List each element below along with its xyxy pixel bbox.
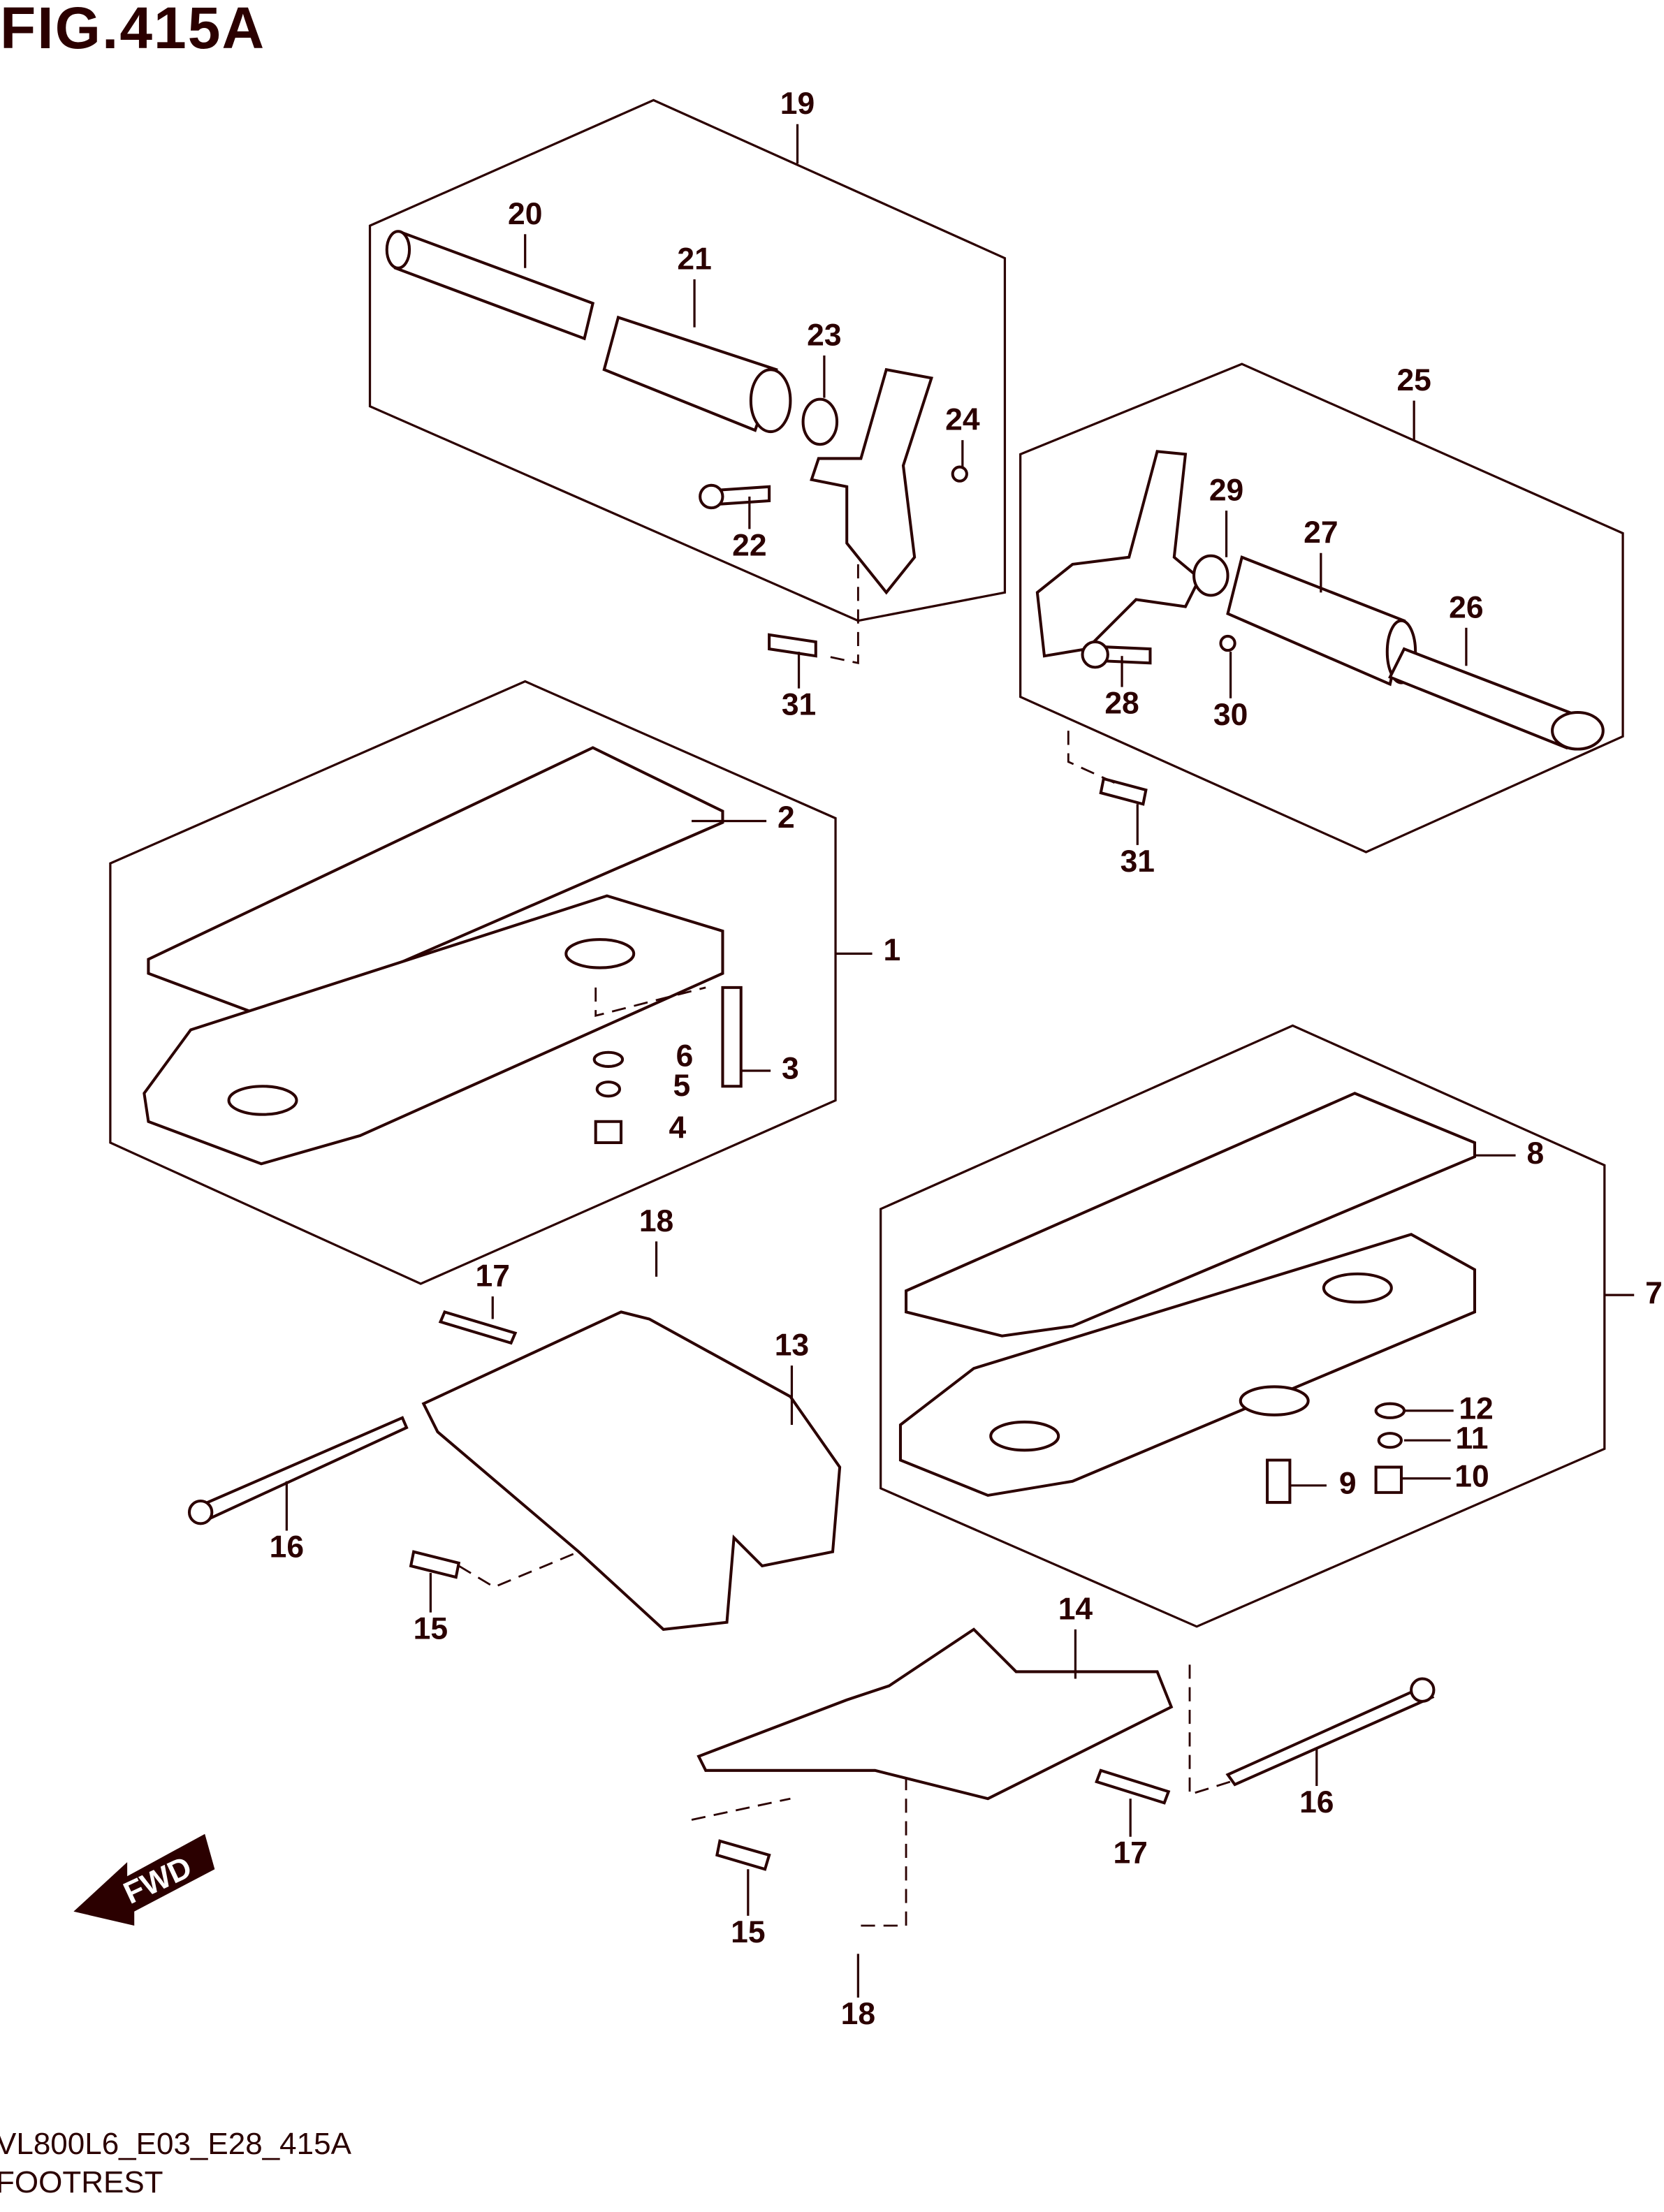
- floorboard-right: [898, 1092, 1477, 1504]
- figure-title: FIG.415A: [0, 0, 266, 61]
- callout-31: 31: [1121, 844, 1155, 879]
- fwd-label: FWD: [119, 1850, 197, 1911]
- callout-14: 14: [1058, 1592, 1093, 1626]
- group-box-1: [109, 680, 837, 1285]
- fwd-arrow-icon: FWD: [73, 1833, 215, 1926]
- callout-3: 3: [782, 1052, 799, 1086]
- callout-2: 2: [778, 800, 795, 835]
- bracket-14: [696, 1627, 1436, 1871]
- callout-28: 28: [1104, 687, 1139, 721]
- callout-10: 10: [1454, 1459, 1489, 1493]
- callout-23: 23: [807, 318, 841, 352]
- callout-9: 9: [1339, 1467, 1357, 1501]
- figure-code: VL800L6_E03_E28_415A: [0, 2127, 351, 2161]
- callout-1: 1: [883, 933, 900, 967]
- callout-16: 16: [1299, 1785, 1334, 1819]
- callout-15: 15: [414, 1612, 448, 1646]
- callout-18: 18: [639, 1204, 673, 1238]
- callout-20: 20: [508, 197, 542, 231]
- group-box-7: [880, 1024, 1606, 1628]
- callout-30: 30: [1213, 698, 1248, 732]
- callout-11: 11: [1455, 1421, 1488, 1456]
- callout-27: 27: [1304, 515, 1338, 550]
- bracket-13: [187, 1310, 842, 1631]
- callout-26: 26: [1449, 590, 1483, 624]
- callout-13: 13: [775, 1328, 809, 1363]
- group-box-25: [1019, 362, 1624, 854]
- callout-31: 31: [782, 688, 816, 722]
- callout-17: 17: [476, 1259, 510, 1294]
- callout-6: 6: [676, 1039, 694, 1074]
- callout-7: 7: [1645, 1276, 1663, 1310]
- callout-29: 29: [1209, 474, 1243, 508]
- callout-15: 15: [731, 1915, 765, 1949]
- callout-5: 5: [673, 1069, 691, 1103]
- callout-25: 25: [1396, 363, 1431, 397]
- figure-name: FOOTREST: [0, 2165, 163, 2199]
- callout-19: 19: [780, 87, 815, 121]
- callout-24: 24: [945, 403, 980, 437]
- callout-22: 22: [732, 528, 766, 562]
- callout-18: 18: [841, 1997, 875, 2031]
- callout-4: 4: [669, 1111, 686, 1145]
- callout-17: 17: [1113, 1836, 1147, 1870]
- callout-21: 21: [677, 242, 711, 276]
- group-box-19: [368, 98, 1007, 622]
- callout-16: 16: [270, 1530, 304, 1564]
- callout-8: 8: [1526, 1136, 1544, 1171]
- footpeg-right: [1035, 450, 1605, 806]
- floorboard-left: [143, 746, 743, 1166]
- callout-12: 12: [1459, 1392, 1493, 1426]
- footpeg-left: [385, 230, 968, 658]
